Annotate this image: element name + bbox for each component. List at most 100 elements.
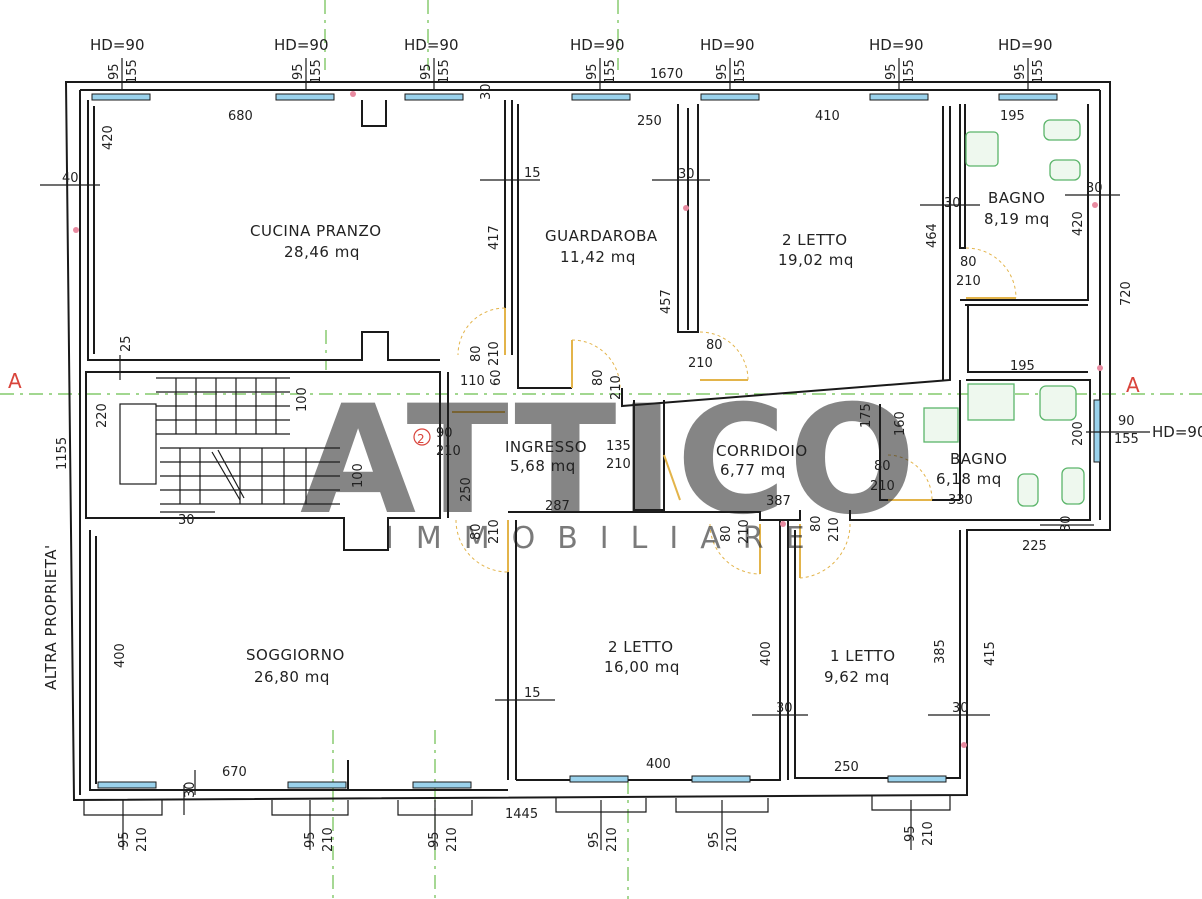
dim: 457	[659, 289, 674, 314]
dim: 680	[228, 109, 253, 124]
window-labels-top: HD=90 HD=90 HD=90 HD=90 HD=90 HD=90 HD=9…	[90, 36, 1053, 84]
dim-155: 155	[902, 59, 917, 84]
dim: 175	[859, 403, 874, 428]
room-ingresso-area: 5,68 mq	[510, 457, 576, 475]
dim-210: 210	[321, 827, 336, 852]
dim: 60	[489, 369, 504, 386]
window-hd-label: HD=90	[570, 36, 625, 54]
dim: 330	[948, 493, 973, 508]
dimension-ticks	[40, 58, 1150, 850]
dim-left-total: 1155	[55, 437, 70, 470]
dim: 80	[469, 345, 484, 362]
dim: 30	[952, 701, 969, 716]
dim: 250	[459, 477, 474, 502]
window-hd-label: HD=90	[404, 36, 459, 54]
dim: 210	[436, 444, 461, 459]
dim: 250	[834, 760, 859, 775]
dim: 80	[469, 523, 484, 540]
dim: 80	[874, 459, 891, 474]
dim-95: 95	[1013, 63, 1028, 80]
dim: 25	[119, 335, 134, 352]
dim-155: 155	[603, 59, 618, 84]
room-bagno-mid-area: 6,18 mq	[936, 470, 1002, 488]
dim-95: 95	[585, 63, 600, 80]
dim: 100	[295, 387, 310, 412]
room-letto-small-name: 1 LETTO	[830, 647, 896, 665]
dim-95: 95	[427, 831, 442, 848]
dim-155: 155	[1031, 59, 1046, 84]
room-corridoio-name: CORRIDOIO	[716, 442, 808, 460]
stairs	[119, 377, 340, 505]
dim: 80	[591, 369, 606, 386]
dim: 400	[646, 757, 671, 772]
dim: 30	[183, 781, 198, 798]
side-label: ALTRA PROPRIETA'	[42, 544, 60, 690]
dim: 135	[606, 439, 631, 454]
room-bagno-top-name: BAGNO	[988, 189, 1045, 207]
dim: 464	[925, 223, 940, 248]
room-guardaroba-area: 11,42 mq	[560, 248, 636, 266]
room-soggiorno-name: SOGGIORNO	[246, 646, 345, 664]
dim: 15	[524, 686, 541, 701]
window-hd-label: HD=90	[90, 36, 145, 54]
room-letto-mid-name: 2 LETTO	[608, 638, 674, 656]
dim: 415	[983, 641, 998, 666]
dim: 210	[487, 341, 502, 366]
dim-top-total: 1670	[650, 67, 683, 82]
room-bagno-top-area: 8,19 mq	[984, 210, 1050, 228]
dim: 30	[479, 83, 494, 100]
dim-210: 210	[135, 827, 150, 852]
room-labels: CUCINA PRANZO 28,46 mq GUARDAROBA 11,42 …	[246, 189, 1050, 686]
dim: 155	[1114, 432, 1139, 447]
interior-walls	[85, 100, 1091, 791]
window-hd-label: HD=90	[700, 36, 755, 54]
dim: 100	[351, 463, 366, 488]
room-bagno-mid-name: BAGNO	[950, 450, 1007, 468]
dim-95: 95	[117, 831, 132, 848]
watermark-brand: ATTICO	[300, 374, 918, 548]
room-cucina-name: CUCINA PRANZO	[250, 222, 382, 240]
dim: 210	[870, 479, 895, 494]
window-hd-label: HD=90	[274, 36, 329, 54]
dim-95: 95	[291, 63, 306, 80]
dim-155: 155	[309, 59, 324, 84]
dim: 80	[719, 525, 734, 542]
dim: 210	[606, 457, 631, 472]
dim: 210	[688, 356, 713, 371]
window-hd-label: HD=90	[998, 36, 1053, 54]
dim-95: 95	[303, 831, 318, 848]
room-cucina-area: 28,46 mq	[284, 243, 360, 261]
room-guardaroba-name: GUARDAROBA	[545, 227, 658, 245]
window-hd-side: HD=90	[1152, 423, 1202, 441]
dim: 110	[460, 374, 485, 389]
dim: 720	[1119, 281, 1134, 306]
socket-markers	[73, 91, 1103, 748]
dim: 30	[678, 167, 695, 182]
dim: 40	[62, 171, 79, 186]
dim: 670	[222, 765, 247, 780]
dim: 15	[524, 166, 541, 181]
dim: 30	[178, 513, 195, 528]
dim-95: 95	[715, 63, 730, 80]
dim-95: 95	[707, 831, 722, 848]
dim: 160	[893, 411, 908, 436]
dim: 210	[609, 375, 624, 400]
dim-95: 95	[884, 63, 899, 80]
section-mark-left: A	[8, 369, 22, 393]
dim: 250	[637, 114, 662, 129]
dim-95: 95	[587, 831, 602, 848]
doors	[452, 247, 1017, 579]
section-mark-right: A	[1126, 373, 1140, 397]
dim-95: 95	[107, 63, 122, 80]
dim-210: 210	[921, 821, 936, 846]
room-letto-top-area: 19,02 mq	[778, 251, 854, 269]
watermark-sub: IMMOBILIARE	[385, 521, 827, 556]
window-labels-bottom: 95 210 95 210 95 210 95 210 95 210 95 21…	[117, 807, 936, 852]
dim: 210	[737, 519, 752, 544]
dim: 210	[827, 517, 842, 542]
dim: 410	[815, 109, 840, 124]
dim: 400	[759, 641, 774, 666]
dim: 220	[95, 403, 110, 428]
